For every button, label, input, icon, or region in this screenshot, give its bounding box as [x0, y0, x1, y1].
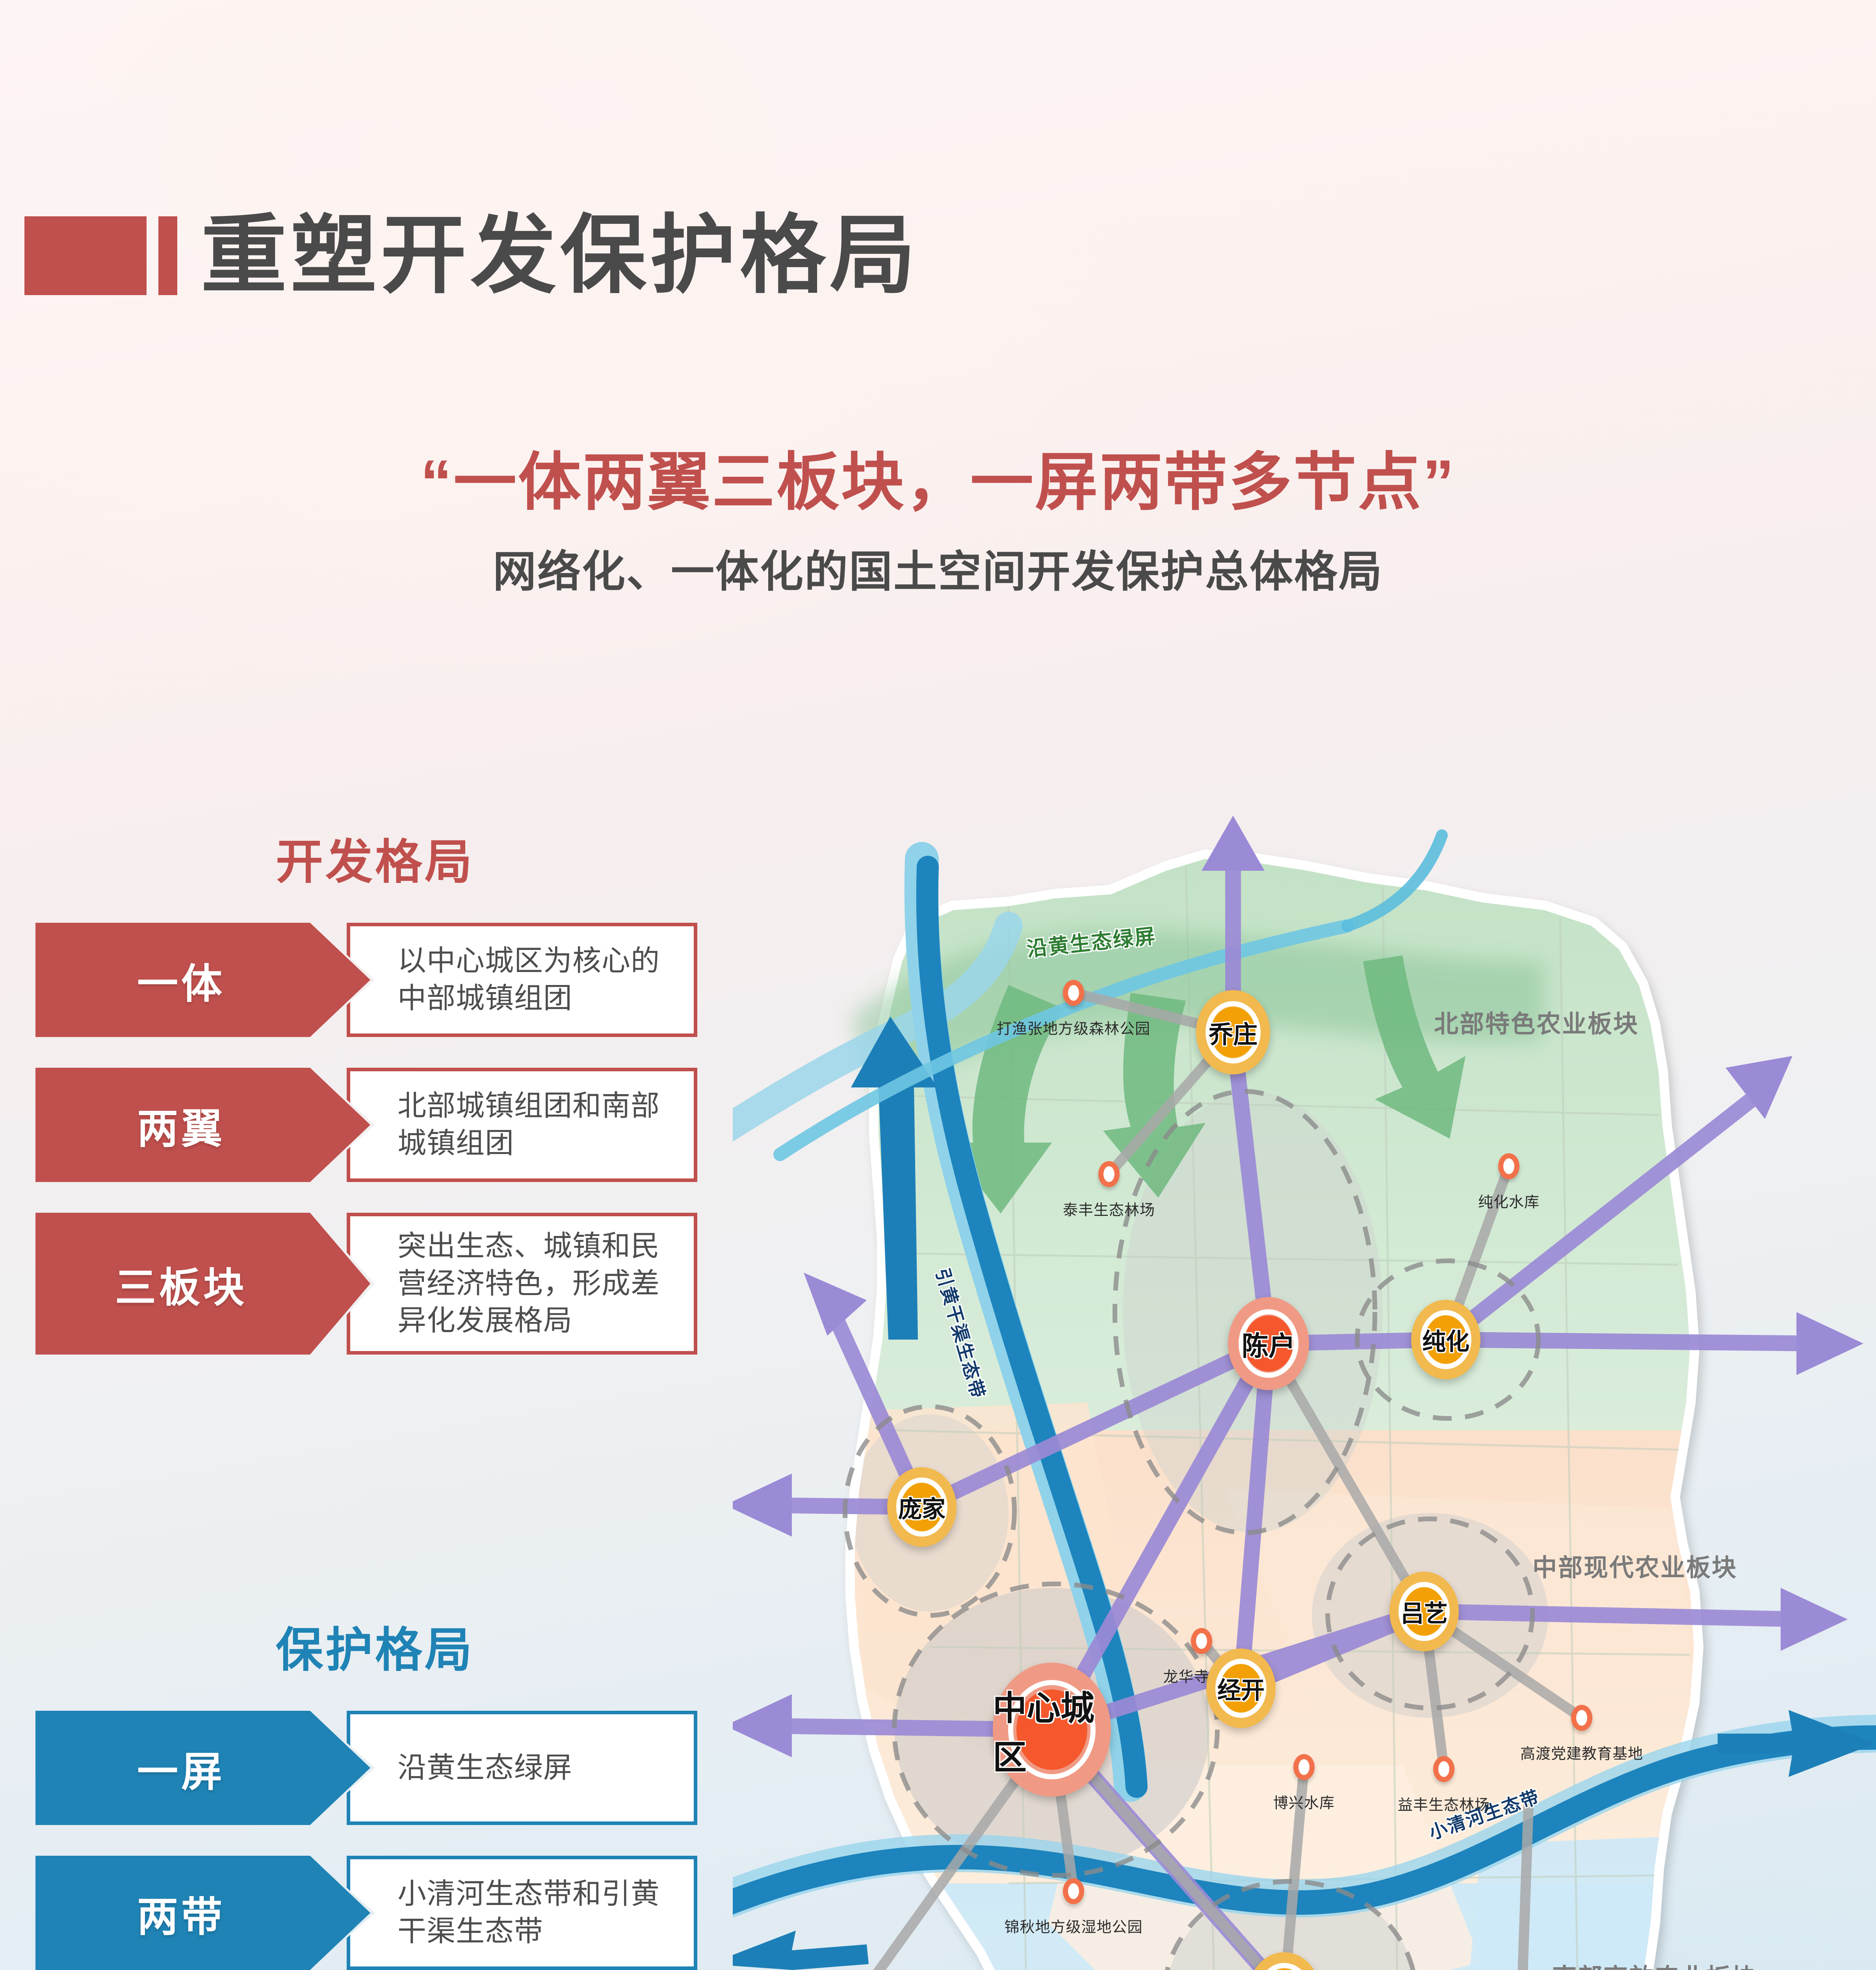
poi-marker[interactable]	[1063, 1878, 1084, 1904]
poi-marker[interactable]	[1293, 1754, 1315, 1780]
poi-label-chunhua-reservoir: 纯化水库	[1478, 1194, 1540, 1211]
poi-marker[interactable]	[1498, 1153, 1519, 1179]
legend-tag-liangdai[interactable]: 两带	[35, 1856, 370, 1970]
poi-marker[interactable]	[1571, 1705, 1592, 1731]
legend-note-liangdai: 小清河生态带和引黄干渠生态带	[347, 1856, 697, 1970]
node-core	[1220, 1664, 1262, 1712]
poi-label-gaodu-party-education-base: 高渡党建教育基地	[1520, 1746, 1644, 1762]
legend-tag-yiping[interactable]: 一屏	[35, 1711, 370, 1825]
legend-tag-label: 三板块	[115, 1265, 247, 1311]
legend-row-yiti[interactable]: 以中心城区为核心的中部城镇组团 一体	[0, 923, 749, 1037]
town-node-label: 经开	[1217, 1677, 1265, 1704]
town-node-lvyi[interactable]: 吕艺	[1389, 1572, 1459, 1651]
town-node-chenhu[interactable]: 陈户	[1228, 1297, 1309, 1390]
poi-label-taifeng-eco-forest: 泰丰生态林场	[1062, 1202, 1155, 1219]
sector-label-south: 南部高效农业板块	[1552, 1957, 1757, 1970]
legend-note-yiping: 沿黄生态绿屏	[347, 1711, 697, 1825]
town-node-label: 庞家	[898, 1496, 945, 1522]
protection-section-title: 保护格局	[276, 1624, 474, 1676]
legend-note-text: 小清河生态带和引黄干渠生态带	[397, 1878, 660, 1947]
subtitle-block: “一体两翼三板块，一屏两带多节点” 网络化、一体化的国土空间开发保护总体格局	[0, 445, 1876, 599]
legend-row-sanbankuai[interactable]: 突出生态、城镇和民营经济特色，形成差异化发展格局 三板块	[0, 1213, 749, 1355]
node-core	[1425, 1316, 1467, 1364]
sector-label-central: 中部现代农业板块	[1532, 1554, 1738, 1582]
poi-marker[interactable]	[1098, 1161, 1120, 1187]
node-core	[1244, 1316, 1293, 1372]
legend-note-liangyi: 北部城镇组团和南部城镇组团	[347, 1068, 697, 1182]
poi-marker[interactable]	[1433, 1756, 1454, 1782]
development-section-title: 开发格局	[276, 836, 474, 888]
page-header: 重塑开发保护格局	[24, 213, 919, 299]
legend-tag-label: 两带	[137, 1894, 225, 1940]
legend-row-yiping[interactable]: 沿黄生态绿屏 一屏	[0, 1711, 749, 1825]
legend-tag-liangyi[interactable]: 两翼	[35, 1068, 370, 1182]
legend-tag-yiti[interactable]: 一体	[35, 923, 370, 1037]
poi-label-boxing-reservoir: 博兴水库	[1273, 1795, 1335, 1812]
poi-label-dayuzhang-forest-park: 打渔张地方级森林公园	[996, 1021, 1151, 1037]
town-node-jingkai[interactable]: 经开	[1206, 1648, 1276, 1728]
header-accent-bar	[158, 216, 177, 295]
node-core	[1016, 1689, 1087, 1770]
node-core	[1262, 1969, 1306, 1970]
header-accent-block	[24, 216, 147, 295]
node-core	[1403, 1587, 1445, 1635]
town-node-label: 纯化	[1422, 1328, 1469, 1355]
town-node-zhongxinchengqu[interactable]: 中心城区	[993, 1663, 1111, 1797]
development-legend: 开发格局 以中心城区为核心的中部城镇组团 一体 北部城镇组团和南部城镇组团 两翼…	[0, 823, 749, 1355]
node-core	[1211, 1007, 1256, 1058]
town-node-label: 吕艺	[1400, 1600, 1448, 1627]
legend-tag-label: 两翼	[137, 1106, 225, 1152]
sector-label-north: 北部特色农业板块	[1434, 1011, 1639, 1038]
spatial-plan-map[interactable]: 北部特色农业板块 中部现代农业板块 南部高效农业板块 沿黄生态绿屏 引黄干渠生态…	[733, 741, 1876, 1970]
legend-note-yiti: 以中心城区为核心的中部城镇组团	[347, 923, 697, 1037]
poi-marker[interactable]	[1063, 980, 1084, 1006]
legend-note-text: 沿黄生态绿屏	[397, 1751, 572, 1784]
legend-note-text: 以中心城区为核心的中部城镇组团	[397, 945, 660, 1014]
subtitle-main: “一体两翼三板块，一屏两带多节点”	[420, 447, 1456, 517]
legend-note-text: 北部城镇组团和南部城镇组团	[397, 1090, 660, 1159]
subtitle-secondary: 网络化、一体化的国土空间开发保护总体格局	[493, 547, 1383, 596]
town-node-chunhua[interactable]: 纯化	[1411, 1300, 1480, 1379]
poi-label-yifeng-eco-forest: 益丰生态林场	[1397, 1797, 1490, 1814]
legend-tag-label: 一屏	[137, 1749, 225, 1795]
legend-tag-sanbankuai[interactable]: 三板块	[35, 1213, 370, 1355]
node-core	[901, 1483, 943, 1531]
protection-legend: 保护格局 沿黄生态绿屏 一屏 小清河生态带和引黄干渠生态带 两带 麻大湖湿地、打…	[0, 1611, 749, 1970]
town-node-qiaozhuang[interactable]: 乔庄	[1196, 990, 1270, 1074]
town-node-label: 陈户	[1241, 1331, 1295, 1361]
legend-note-text: 突出生态、城镇和民营经济特色，形成差异化发展格局	[397, 1230, 660, 1337]
legend-row-liangyi[interactable]: 北部城镇组团和南部城镇组团 两翼	[0, 1068, 749, 1182]
legend-tag-label: 一体	[137, 961, 225, 1007]
page-title: 重塑开发保护格局	[201, 208, 919, 303]
town-node-label: 乔庄	[1208, 1021, 1257, 1048]
legend-note-sanbankuai: 突出生态、城镇和民营经济特色，形成差异化发展格局	[347, 1213, 697, 1355]
town-node-label: 中心城区	[993, 1689, 1094, 1777]
town-node-pangjia[interactable]: 庞家	[887, 1467, 957, 1547]
poi-marker[interactable]	[1191, 1628, 1212, 1654]
poi-label-jinqiu-wetland-park: 锦秋地方级湿地公园	[1004, 1919, 1143, 1936]
legend-row-liangdai[interactable]: 小清河生态带和引黄干渠生态带 两带	[0, 1856, 749, 1970]
